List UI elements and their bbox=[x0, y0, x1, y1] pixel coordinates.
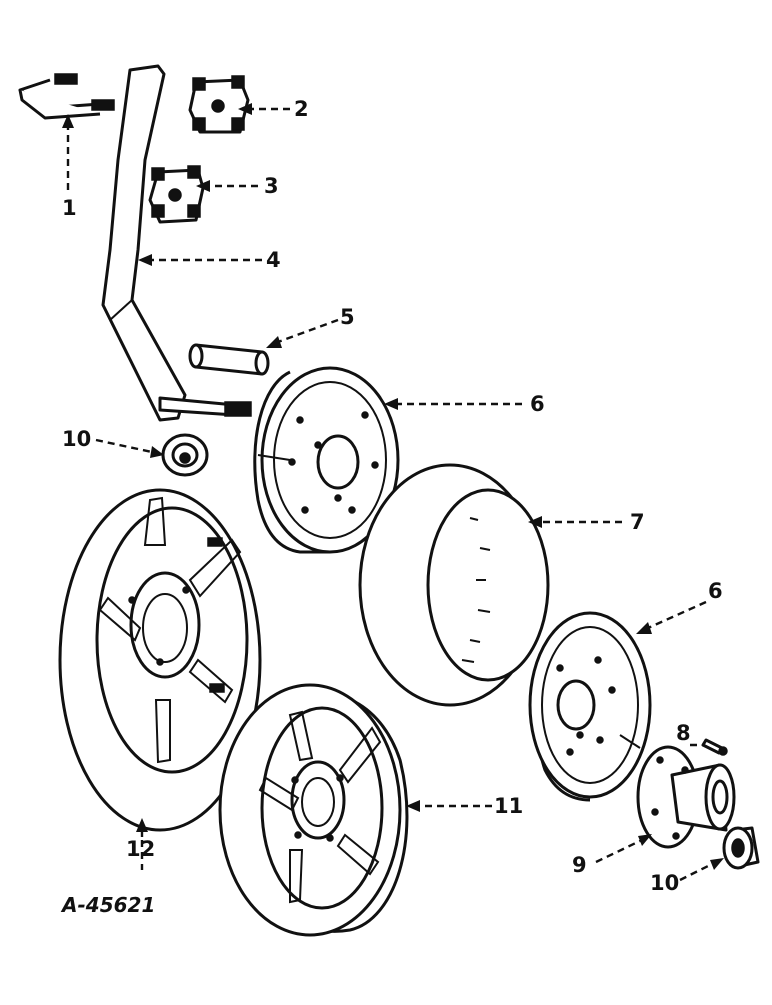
leader-lines bbox=[62, 103, 724, 882]
callout-12: 12 bbox=[126, 837, 155, 861]
spacer-tube bbox=[188, 343, 270, 376]
axle-bolt bbox=[158, 396, 252, 417]
callout-3: 3 bbox=[264, 174, 279, 198]
clamp-plate-lower bbox=[148, 165, 205, 224]
hub bbox=[636, 745, 736, 849]
figure-reference: A-45621 bbox=[60, 893, 155, 917]
wheel-half-lower bbox=[528, 611, 652, 802]
clamp-plate-upper bbox=[188, 75, 250, 134]
callout-6-lower: 6 bbox=[708, 579, 723, 603]
callout-6-upper: 6 bbox=[530, 392, 545, 416]
callout-11: 11 bbox=[494, 794, 523, 818]
callout-10-lower: 10 bbox=[650, 871, 679, 895]
callout-7: 7 bbox=[630, 510, 645, 534]
u-bolt bbox=[18, 73, 115, 120]
callout-2: 2 bbox=[294, 97, 309, 121]
screw bbox=[701, 738, 728, 756]
callout-1: 1 bbox=[62, 196, 77, 220]
callout-9: 9 bbox=[572, 853, 587, 877]
wheel-half-upper bbox=[253, 366, 400, 554]
wheel-center bbox=[218, 683, 409, 937]
callout-10-upper: 10 bbox=[62, 427, 91, 451]
bearing-upper bbox=[161, 433, 209, 477]
callout-4: 4 bbox=[266, 248, 281, 272]
tire bbox=[358, 463, 550, 707]
wheel-left bbox=[58, 488, 262, 832]
callout-5: 5 bbox=[340, 305, 355, 329]
bearing-lower bbox=[722, 826, 760, 870]
mounting-arm bbox=[101, 64, 187, 422]
callout-8: 8 bbox=[676, 721, 691, 745]
callout-labels: 1 2 3 4 5 6 7 6 8 9 10 10 11 12 bbox=[62, 97, 723, 895]
